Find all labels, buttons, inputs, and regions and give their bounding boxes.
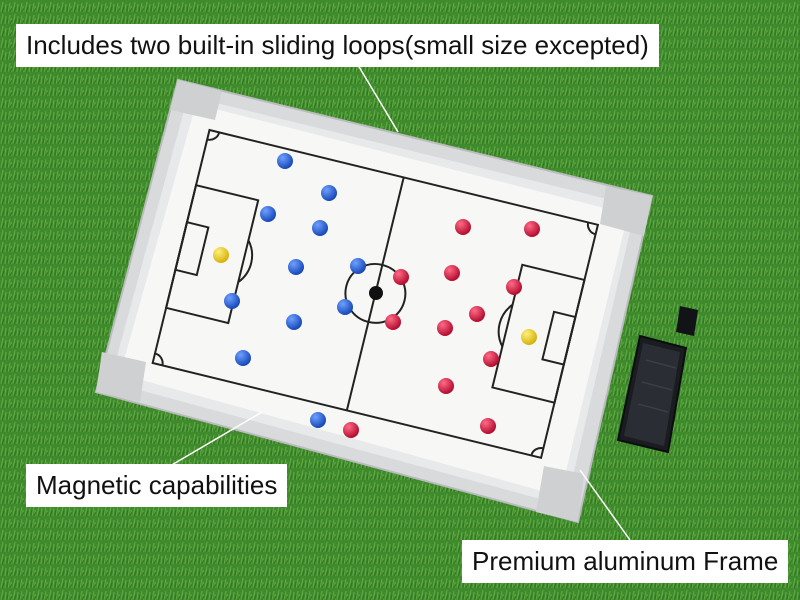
magnet-red[interactable] bbox=[393, 269, 409, 285]
corner-cap-bottom-right bbox=[536, 466, 584, 522]
right-penalty-arc bbox=[497, 303, 514, 348]
magnet-blue[interactable] bbox=[312, 220, 328, 236]
magnet-blue[interactable] bbox=[224, 293, 240, 309]
magnet-red[interactable] bbox=[437, 320, 453, 336]
center-circle bbox=[344, 263, 407, 324]
soccer-pitch bbox=[151, 128, 600, 459]
corner-arc-bl bbox=[154, 352, 164, 366]
callout-pointer-left bbox=[169, 411, 263, 467]
magnet-goalkeeper-right[interactable] bbox=[521, 329, 537, 345]
callout-frame: Premium aluminum Frame bbox=[462, 540, 789, 583]
callout-sliding-loops: Includes two built-in sliding loops(smal… bbox=[16, 24, 659, 67]
magnet-red[interactable] bbox=[444, 265, 460, 281]
magnet-red[interactable] bbox=[480, 418, 496, 434]
corner-arc-tl bbox=[206, 132, 221, 141]
center-magnet bbox=[369, 286, 383, 300]
magnet-red[interactable] bbox=[524, 221, 540, 237]
magnet-blue[interactable] bbox=[310, 412, 326, 428]
magnet-blue[interactable] bbox=[321, 185, 337, 201]
magnet-goalkeeper-left[interactable] bbox=[213, 247, 229, 263]
magnet-red[interactable] bbox=[506, 279, 522, 295]
magnet-blue[interactable] bbox=[235, 350, 251, 366]
right-goal-box bbox=[541, 310, 577, 366]
magnet-red[interactable] bbox=[385, 314, 401, 330]
magnet-blue[interactable] bbox=[288, 259, 304, 275]
magnet-red[interactable] bbox=[469, 306, 485, 322]
corner-cap-top-left bbox=[170, 80, 222, 120]
magnet-blue[interactable] bbox=[277, 153, 293, 169]
blue-team-magnets bbox=[224, 153, 366, 428]
callout-pointer-right bbox=[579, 469, 631, 541]
magnet-red[interactable] bbox=[483, 351, 499, 367]
magnet-red[interactable] bbox=[455, 219, 471, 235]
magnet-red[interactable] bbox=[438, 378, 454, 394]
magnet-blue[interactable] bbox=[350, 258, 366, 274]
left-penalty-arc bbox=[237, 239, 254, 283]
left-goal-box bbox=[174, 221, 210, 277]
magnet-blue[interactable] bbox=[260, 206, 276, 222]
pen-holder bbox=[616, 306, 698, 454]
callout-pointer-top bbox=[354, 59, 399, 133]
red-team-magnets bbox=[343, 219, 540, 438]
corner-cap-top-right bbox=[600, 186, 652, 236]
magnet-blue[interactable] bbox=[286, 314, 302, 330]
callout-magnetic: Magnetic capabilities bbox=[26, 464, 288, 507]
magnet-red[interactable] bbox=[343, 422, 359, 438]
corner-cap-bottom-left bbox=[96, 352, 146, 402]
corner-arc-br bbox=[530, 447, 544, 456]
corner-arc-tr bbox=[586, 222, 596, 236]
magnet-blue[interactable] bbox=[337, 299, 353, 315]
